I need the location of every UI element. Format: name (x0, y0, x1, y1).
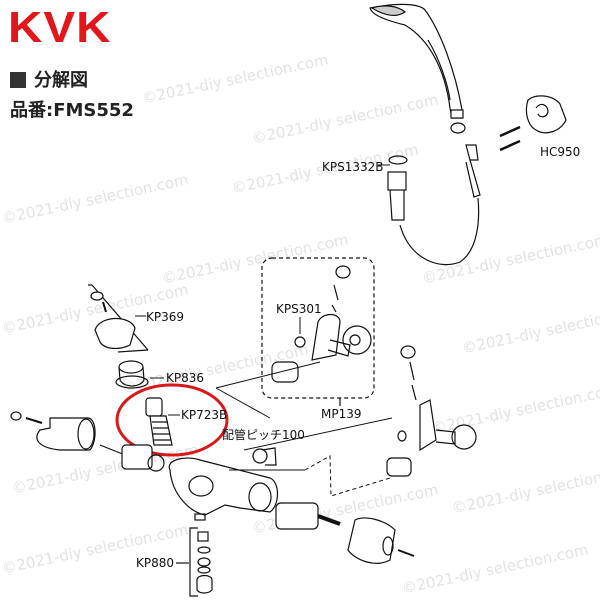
label-mp139: MP139 (321, 407, 362, 421)
section-title-text: 分解図 (34, 70, 88, 91)
leader-lines (135, 164, 390, 416)
highlight-circle (115, 383, 229, 457)
shower-head (369, 3, 466, 134)
left-valve (99, 444, 165, 472)
label-kp723b: KP723B (181, 408, 228, 422)
shower-hose (387, 144, 481, 266)
label-kp880: KP880 (136, 556, 175, 570)
mp139-valve (271, 265, 372, 383)
cap-kp836 (115, 360, 149, 389)
section-title: 分解図 (10, 66, 88, 92)
brand-logo: KVK (8, 3, 112, 52)
holder-hc950 (499, 95, 567, 152)
handle-kp369 (88, 284, 149, 353)
right-handle (347, 517, 415, 564)
label-kp369: KP369 (146, 310, 185, 324)
pipe-pitch-annotation: 配管ピッチ100 (222, 428, 305, 442)
mp139-group-box (261, 257, 375, 399)
model-label: 品番:FMS552 (10, 100, 134, 121)
right-cartridge (275, 502, 341, 530)
label-kps1332b: KPS1332B (322, 160, 384, 174)
square-bullet-icon (10, 72, 26, 88)
elbow-fitting (252, 447, 277, 466)
cartridge-kp723b (145, 397, 173, 446)
left-handle (10, 411, 96, 451)
label-kps301: KPS301 (276, 302, 322, 316)
main-body (168, 457, 279, 521)
right-valve (386, 345, 477, 477)
pitch-lines (215, 361, 393, 497)
kp880-bracket (176, 527, 213, 597)
label-hc950: HC950 (540, 145, 581, 159)
label-kp836: KP836 (166, 371, 205, 385)
